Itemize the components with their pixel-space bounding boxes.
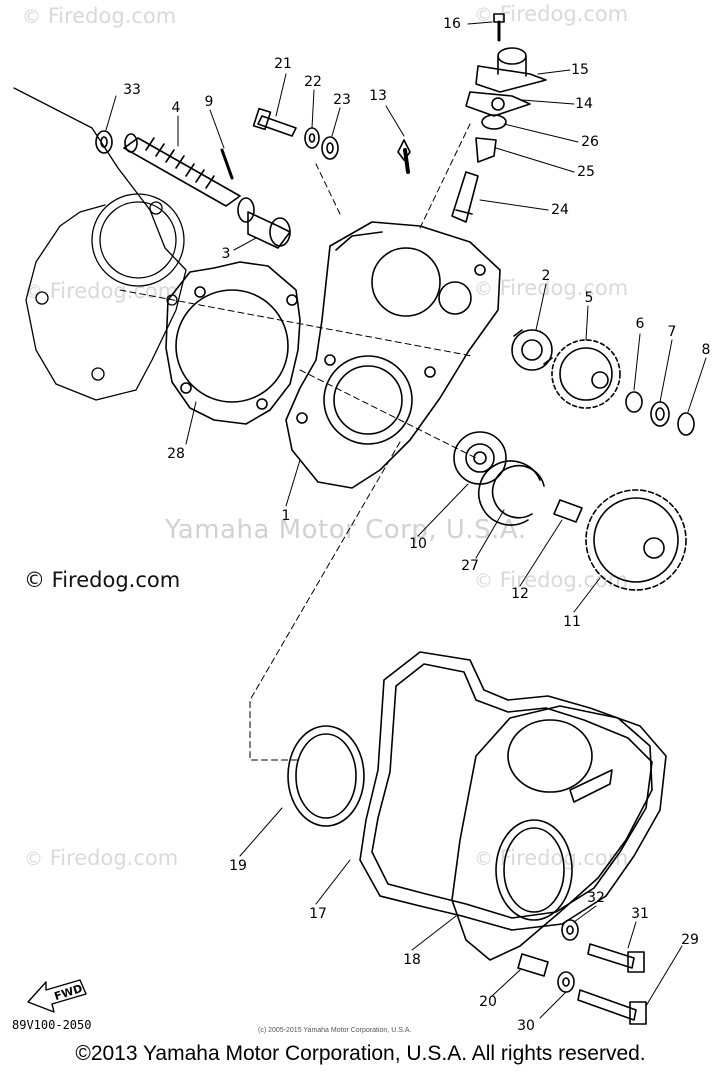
washer-22-shape — [304, 127, 320, 149]
washer-30-shape — [557, 971, 575, 993]
part-label-25: 25 — [577, 164, 595, 180]
fwd-arrow-icon — [27, 979, 87, 1013]
washer-33-shape — [95, 130, 113, 154]
bearing-2-shape — [511, 329, 553, 371]
bolt-21-shape — [252, 107, 297, 137]
watermark: © Firedog.com — [474, 276, 629, 300]
cap-15-shape — [475, 47, 547, 93]
part-label-1: 1 — [282, 508, 291, 524]
bolt-31-shape — [587, 943, 645, 973]
part-label-26: 26 — [581, 134, 599, 150]
part-labels: 33 4 9 3 21 22 23 13 16 15 14 26 25 24 2… — [123, 16, 710, 1034]
part-label-15: 15 — [571, 62, 589, 78]
footer-copyright: ©2013 Yamaha Motor Corporation, U.S.A. A… — [75, 1042, 646, 1065]
part-label-2: 2 — [542, 268, 551, 284]
part-label-4: 4 — [172, 100, 181, 116]
washer-32-shape — [561, 919, 579, 941]
oil-seal-19-shape — [287, 725, 365, 827]
part-label-7: 7 — [668, 324, 677, 340]
watermark: © Firedog.com — [24, 846, 179, 870]
part-label-20: 20 — [479, 994, 497, 1010]
part-label-29: 29 — [681, 932, 699, 948]
part-label-3: 3 — [222, 246, 231, 262]
pin-12-shape — [553, 499, 583, 523]
part-label-18: 18 — [403, 952, 421, 968]
nut-6-shape — [625, 391, 643, 413]
part-label-5: 5 — [585, 290, 594, 306]
bolt-16-shape — [493, 13, 505, 42]
bolt-13-shape — [397, 139, 411, 174]
part-label-17: 17 — [309, 906, 327, 922]
watermark: © Firedog.com — [22, 4, 177, 28]
part-label-32: 32 — [587, 890, 605, 906]
cover-18-shape — [451, 705, 653, 961]
part-label-11: 11 — [563, 614, 581, 630]
part-label-10: 10 — [409, 536, 427, 552]
diagram-code: 89V100-2050 — [12, 1018, 92, 1032]
part-label-33: 33 — [123, 82, 141, 98]
part-label-9: 9 — [205, 94, 214, 110]
part-label-6: 6 — [636, 316, 645, 332]
collar-3-shape — [237, 197, 291, 249]
part-label-12: 12 — [511, 586, 529, 602]
crankcase-outline — [13, 87, 187, 401]
watermark: © Firedog.com — [24, 279, 179, 303]
part-label-14: 14 — [575, 96, 593, 112]
clip-8-shape — [677, 412, 695, 436]
part-label-31: 31 — [631, 906, 649, 922]
washer-7-shape — [650, 401, 670, 427]
part-label-21: 21 — [274, 56, 292, 72]
gasket-28-shape — [165, 261, 301, 425]
watermark: © Firedog.com — [474, 568, 629, 592]
bushing-25-shape — [475, 137, 497, 163]
firedog-copyright: © Firedog.com — [24, 568, 181, 592]
bolt-29-shape — [577, 989, 647, 1025]
circlip-27-shape — [477, 460, 545, 526]
dowel-20-shape — [517, 953, 549, 977]
drive-gear-24-shape — [451, 171, 479, 223]
gear-11-shape — [585, 489, 687, 591]
part-label-24: 24 — [551, 202, 569, 218]
center-watermark: Yamaha Motor Corp, U.S.A. — [165, 515, 527, 545]
housing-1-shape — [285, 221, 501, 489]
part-label-16: 16 — [443, 16, 461, 32]
alignment-lines — [119, 123, 477, 761]
gear-5-shape — [551, 339, 621, 409]
part-label-23: 23 — [333, 92, 351, 108]
shaft-4-shape — [123, 133, 241, 207]
part-label-13: 13 — [369, 88, 387, 104]
part-label-28: 28 — [167, 446, 185, 462]
part-label-22: 22 — [304, 74, 322, 90]
pin-9-shape — [220, 148, 234, 180]
part-label-30: 30 — [517, 1018, 535, 1034]
part-label-19: 19 — [229, 858, 247, 874]
washer-23-shape — [321, 136, 339, 160]
leader-lines — [105, 21, 707, 1019]
small-copyright: (c) 2005-2015 Yamaha Motor Corporation, … — [258, 1027, 412, 1034]
part-label-27: 27 — [461, 558, 479, 574]
gasket-17-shape — [359, 651, 667, 931]
seal-26-shape — [481, 114, 507, 130]
part-label-8: 8 — [702, 342, 711, 358]
watermark: © Firedog.com — [474, 2, 629, 26]
gasket-14-shape — [465, 91, 531, 117]
